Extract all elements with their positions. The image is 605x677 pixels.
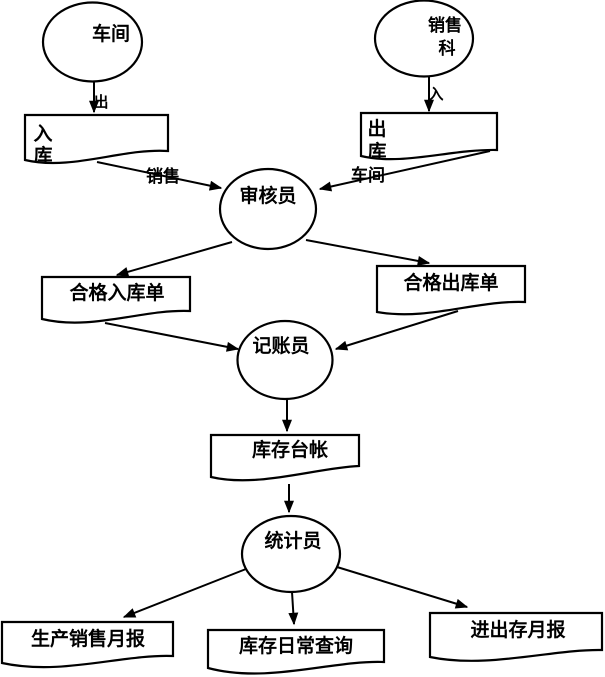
inventory-ledger-shape [209, 433, 361, 482]
arrow-qualified-inbound-to-bookkeeper [104, 322, 240, 352]
inbound-document-label-line1: 入 [33, 123, 52, 145]
qualified-inbound-form-label: 合格入库单 [69, 281, 164, 304]
statistician-label: 统计员 [264, 529, 321, 552]
arrow-auditor-to-qualified-inbound [115, 241, 233, 277]
edge-label-workshop-out: 出 [93, 93, 108, 111]
production-sales-report-shape [0, 620, 175, 669]
workshop-label: 车间 [92, 22, 130, 45]
sales-dept-ellipse [373, 0, 475, 78]
in-out-report-label: 进出存月报 [470, 618, 565, 641]
sales-dept-label-line2: 科 [439, 38, 456, 59]
sales-dept-label-line1: 销售 [428, 15, 462, 36]
edge-label-workshop: 车间 [351, 165, 385, 186]
arrow-inbound-to-auditor [96, 161, 223, 191]
arrow-auditor-to-qualified-outbound [305, 239, 431, 266]
qualified-outbound-form-label: 合格出库单 [403, 271, 498, 294]
qualified-inbound-form-shape [40, 275, 192, 324]
inventory-ledger-label: 库存台帐 [252, 438, 328, 461]
inventory-daily-query-label: 库存日常查询 [239, 634, 353, 657]
bookkeeper-circle [236, 319, 334, 401]
inventory-daily-query-shape [206, 628, 386, 675]
auditor-label: 审核员 [239, 184, 296, 207]
outbound-document-label-line1: 出 [367, 117, 386, 140]
edge-label-sales-in: 入 [428, 85, 443, 103]
arrow-statistician-to-in-out-report [336, 566, 469, 609]
outbound-document-shape [359, 111, 499, 161]
outbound-document-label-line2: 库 [367, 140, 386, 163]
arrow-statistician-to-daily-query [288, 591, 299, 626]
workshop-ellipse [41, 1, 144, 83]
auditor-circle [218, 167, 318, 251]
inbound-document-shape [23, 113, 170, 165]
arrow-statistician-to-production-sales [122, 568, 247, 618]
in-out-report-shape [428, 611, 604, 662]
arrow-qualified-outbound-to-bookkeeper [334, 310, 459, 351]
statistician-circle [240, 514, 342, 594]
inbound-document-label-line2: 库 [33, 144, 52, 167]
arrow-outbound-to-auditor [318, 150, 491, 192]
qualified-outbound-form-shape [375, 264, 527, 316]
production-sales-report-label: 生产销售月报 [31, 627, 145, 650]
edge-label-sales: 销售 [146, 166, 180, 187]
bookkeeper-label: 记账员 [252, 335, 309, 357]
